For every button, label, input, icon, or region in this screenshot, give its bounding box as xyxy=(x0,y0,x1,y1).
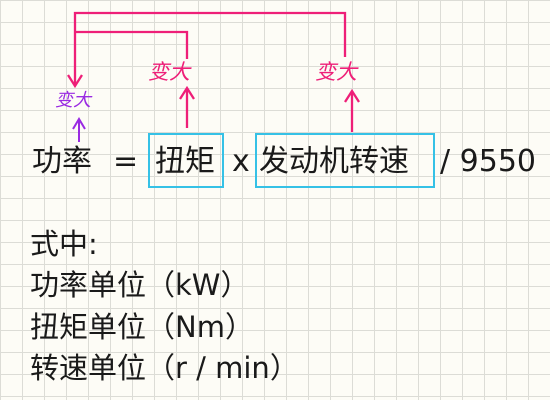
power-term: 功率 xyxy=(32,144,92,179)
equals-sign: = xyxy=(113,144,139,179)
torque-to-power-connector xyxy=(75,30,189,59)
speed-unit-line: 转速单位（r / min） xyxy=(30,351,299,385)
power-change-label: 变大 xyxy=(55,90,91,111)
torque-change-label: 变大 xyxy=(148,60,190,84)
torque-unit-line: 扭矩单位（Nm） xyxy=(30,310,254,344)
engine-speed-box xyxy=(255,133,435,188)
engine-speed-term: 发动机转速 xyxy=(259,144,409,179)
multiply-sign: x xyxy=(232,144,250,179)
divisor-term: / 9550 xyxy=(440,144,536,179)
speed-to-power-connector xyxy=(73,11,347,84)
speed-change-label: 变大 xyxy=(315,60,357,84)
torque-box xyxy=(148,133,224,188)
power-unit-line: 功率单位（kW） xyxy=(30,268,250,302)
torque-term: 扭矩 xyxy=(155,144,215,179)
explanation-heading: 式中: xyxy=(30,227,98,261)
speed-to-power-arrowhead xyxy=(67,74,83,89)
